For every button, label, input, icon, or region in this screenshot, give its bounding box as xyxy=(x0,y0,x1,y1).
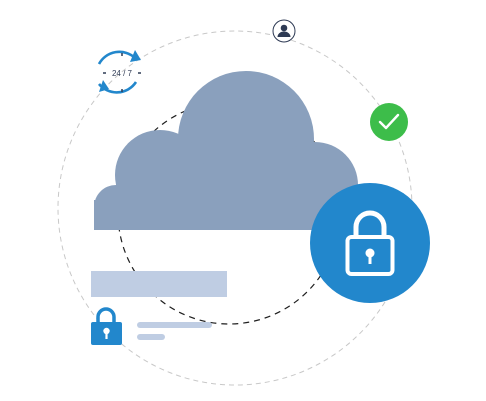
cloud-shape xyxy=(94,71,358,230)
checkmark-icon xyxy=(370,103,408,141)
small-padlock-icon xyxy=(91,307,122,345)
padlock-icon xyxy=(310,183,430,303)
clock-label: 24 / 7 xyxy=(112,69,133,78)
sync-24-7-icon: 24 / 7 xyxy=(97,50,141,94)
text-line-short xyxy=(137,334,165,340)
user-icon xyxy=(272,19,296,43)
text-line-long xyxy=(137,322,212,328)
form-field-bar xyxy=(91,271,227,297)
